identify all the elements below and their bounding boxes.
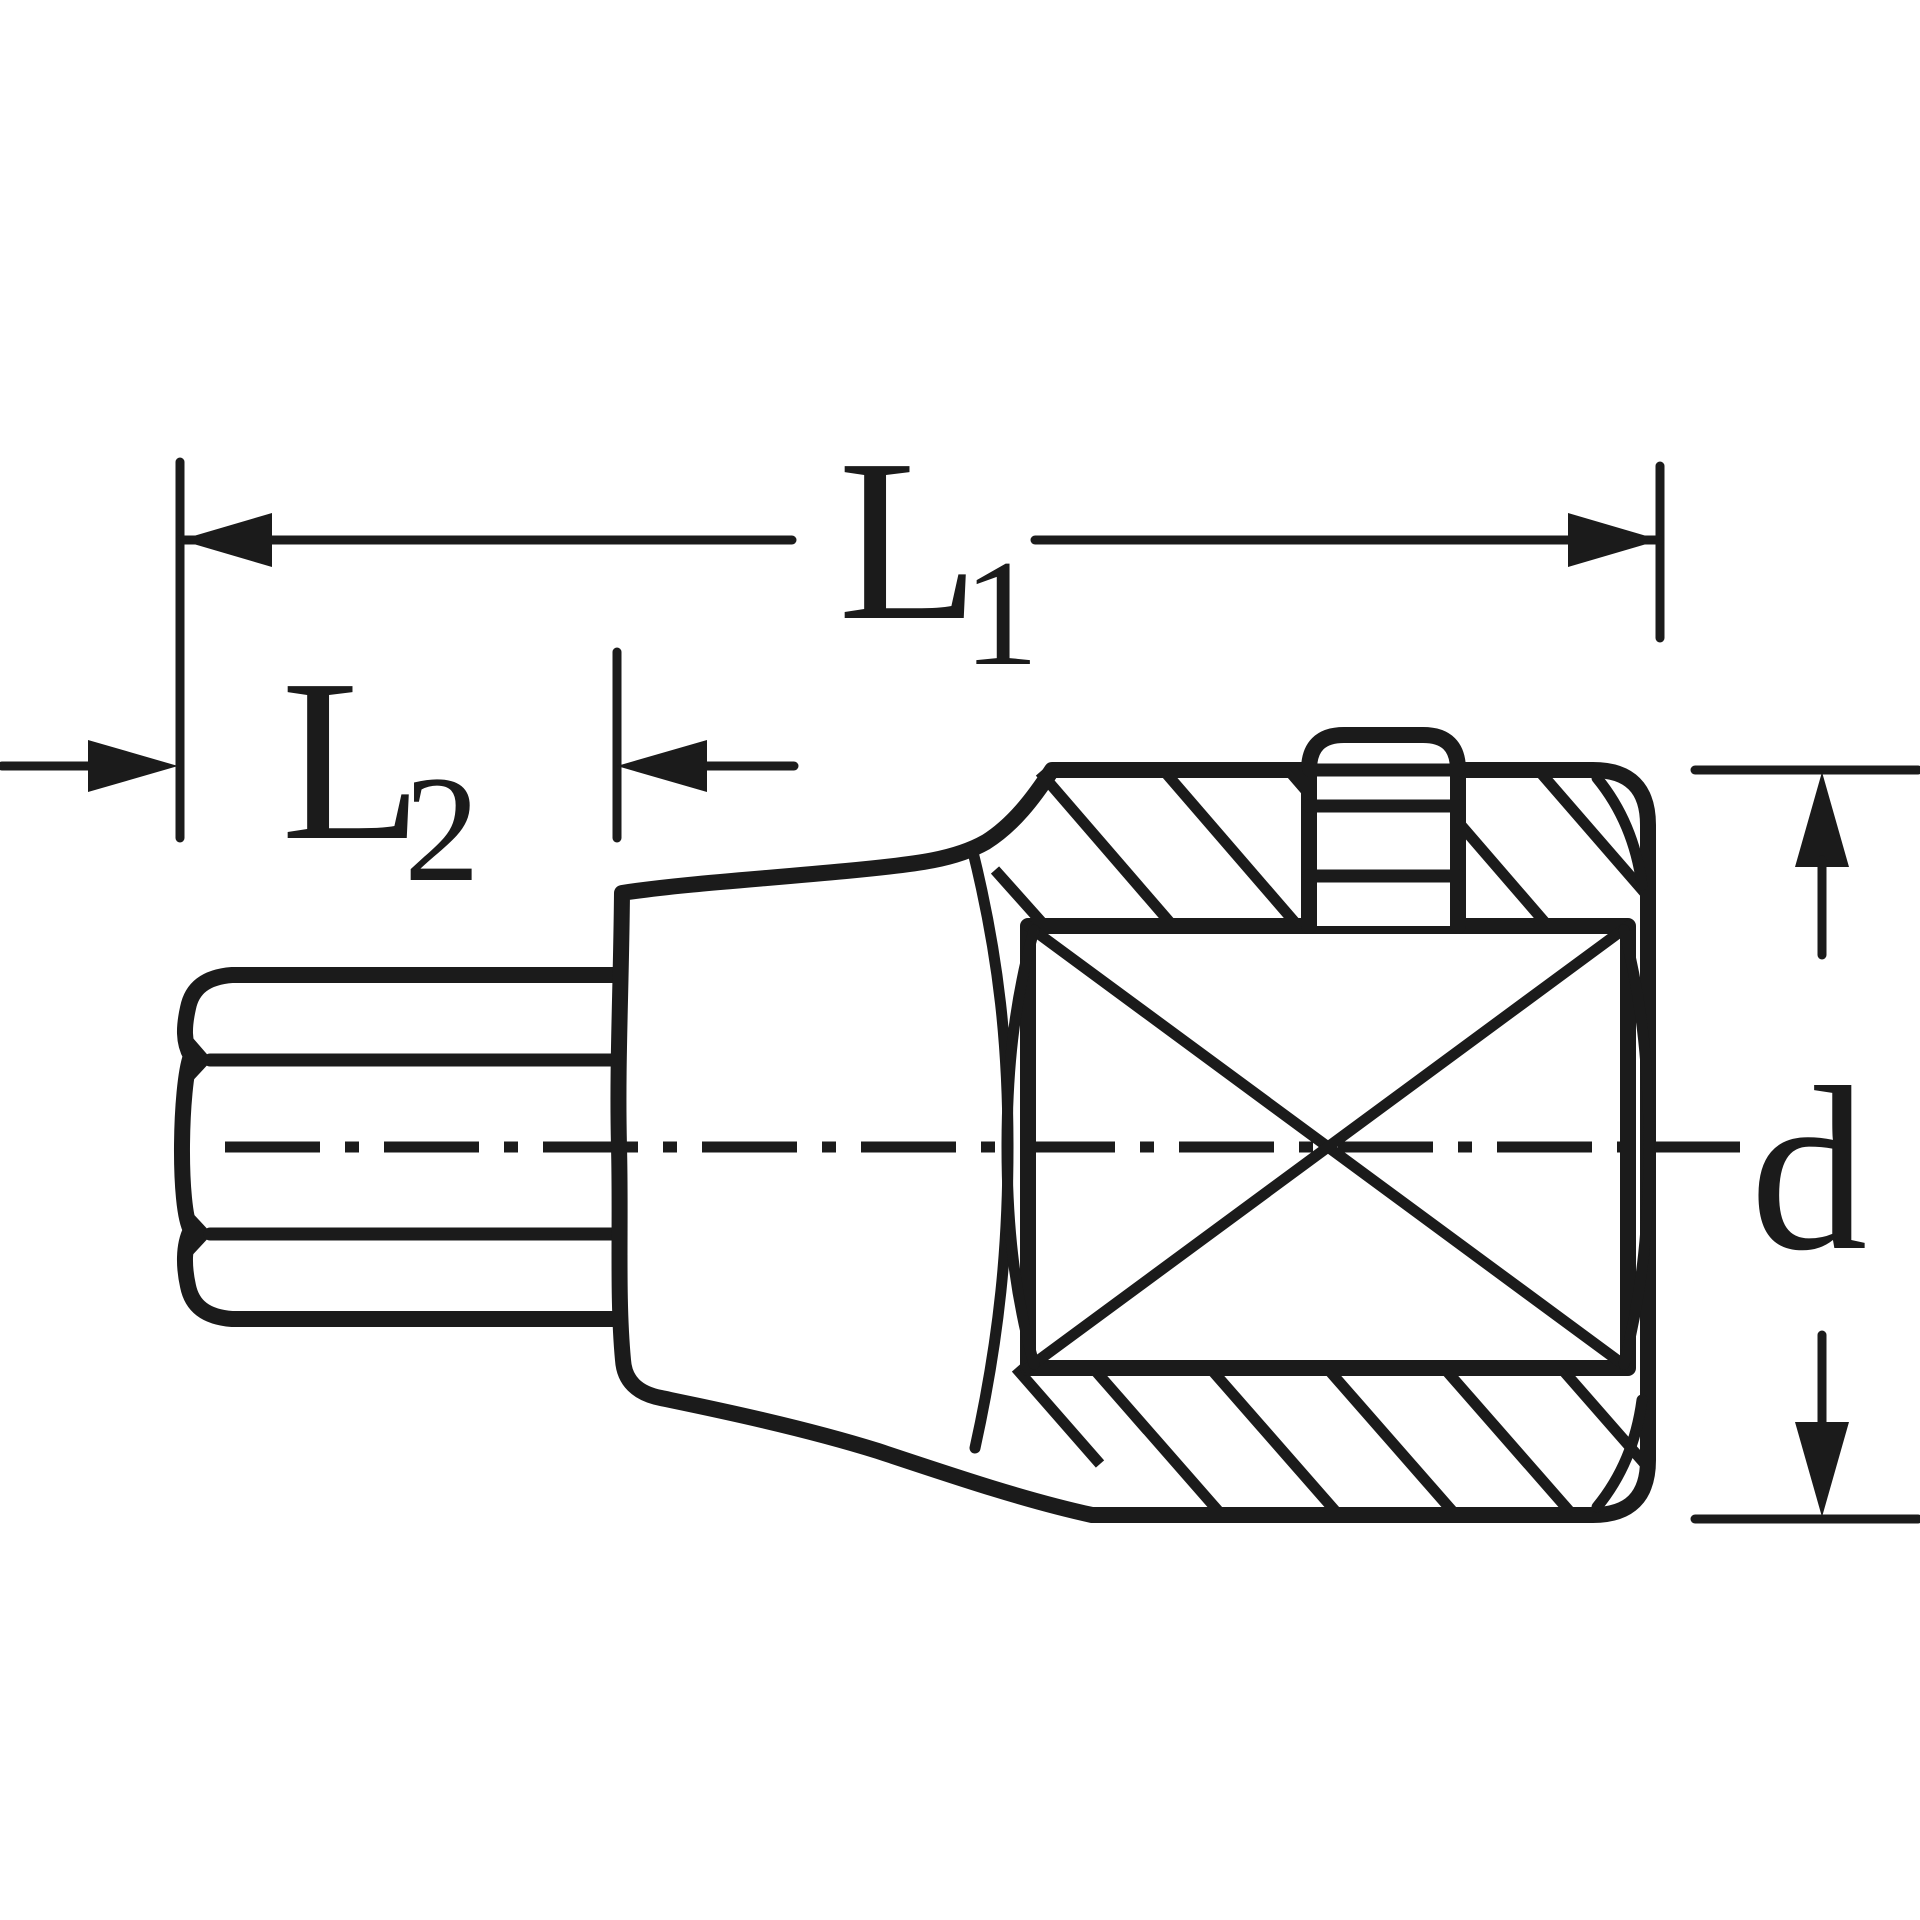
hatch-line — [1088, 1364, 1225, 1517]
socket-body — [610, 727, 1656, 1523]
hatch-line — [1011, 1364, 1105, 1468]
l1-arrowhead-right — [1568, 513, 1660, 567]
hex-facet-notch-upper — [186, 1030, 212, 1088]
hatch-line — [1439, 1364, 1576, 1517]
hex-facet-notch-lower — [186, 1206, 212, 1262]
hatch-line — [1535, 768, 1650, 897]
cavity-chamfer-curves — [966, 772, 1655, 1513]
l2-arrowhead-right — [617, 740, 707, 792]
hex-bit-outline — [174, 967, 625, 1327]
rear-corner-chamfer-bottom — [1591, 1394, 1648, 1513]
rear-corner-chamfer-top — [1591, 772, 1648, 891]
hatch-line — [1205, 1364, 1342, 1517]
dimension-l1: L 1 — [175, 412, 1665, 843]
d-label-letter: d — [1750, 1039, 1868, 1299]
dimension-l2: L 2 — [0, 632, 799, 913]
front-chamfer-curve-inner — [1001, 924, 1040, 1370]
d-arrowhead-bottom — [1795, 1422, 1849, 1517]
hex-bit — [174, 967, 625, 1327]
l2-label-subscript: 2 — [404, 745, 480, 913]
dimension-d: d — [1690, 765, 1920, 1524]
hatch-line — [1322, 1364, 1459, 1517]
hatching-bottom-wall — [1011, 1364, 1650, 1517]
socket-outline — [610, 762, 1656, 1523]
l2-label-letter: L — [281, 632, 423, 889]
l1-arrowhead-left — [180, 513, 272, 567]
detent-pin-outline — [1301, 727, 1466, 934]
hatch-line — [1160, 768, 1303, 930]
l1-label-subscript: 1 — [963, 529, 1039, 697]
l1-label-letter: L — [838, 412, 980, 669]
detent-pin — [1301, 727, 1466, 934]
hatch-line — [1035, 768, 1178, 930]
cavity-diagonal — [1022, 920, 1634, 1374]
l2-arrowhead-left — [88, 740, 178, 792]
d-arrowhead-top — [1795, 772, 1849, 867]
rear-chamfer-curve — [1618, 924, 1655, 1370]
hatch-line — [990, 866, 1050, 930]
